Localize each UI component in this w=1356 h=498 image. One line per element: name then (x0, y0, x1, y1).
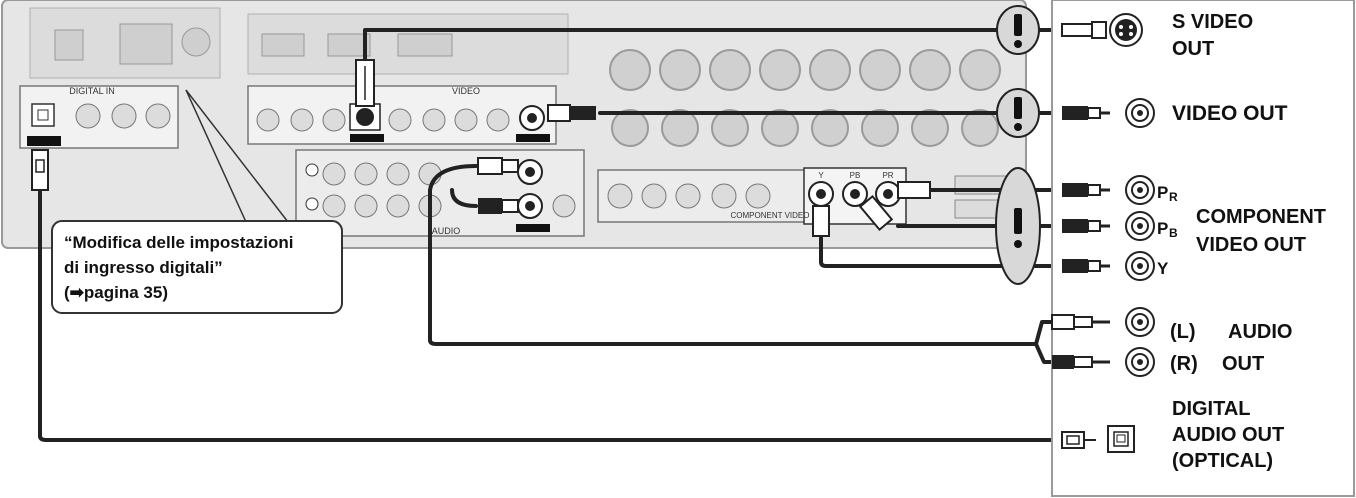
component-plugs-receiver (812, 181, 931, 237)
audio-plugs-receiver (477, 157, 519, 214)
svideo-jack-icon (1109, 13, 1143, 47)
digital-in-label: DIGITAL IN (69, 86, 115, 96)
optical-jack-icon (1107, 425, 1135, 453)
pr-prefix: P (1157, 183, 1168, 202)
pr-sub: R (1169, 190, 1178, 204)
pb-sub: B (1169, 226, 1178, 240)
component-pr-label: PR (882, 171, 893, 180)
video-inputs-block: VIDEO (247, 85, 557, 145)
audio-block-label: AUDIO (432, 226, 461, 236)
audio-out-rows: (L) (R) AUDIO OUT (1051, 307, 1292, 377)
audio-r-cable-out (1034, 342, 1054, 364)
digital-in-block: DIGITAL IN (19, 85, 179, 149)
callout-line-1: “Modifica delle impostazioni (64, 233, 294, 252)
warning-svideo (996, 5, 1040, 55)
audio-out-label-1: AUDIO (1228, 321, 1292, 343)
warning-video (996, 88, 1040, 138)
audio-inputs-block: AUDIO (295, 149, 585, 237)
exclamation-warning-icon (1014, 97, 1022, 119)
audio-out-label-2: OUT (1222, 353, 1264, 375)
video-plug-receiver (547, 104, 596, 122)
svideo-out-label-2: OUT (1172, 38, 1214, 60)
svideo-out-row: S VIDEO OUT (1061, 11, 1253, 60)
component-out-label-1: COMPONENT (1196, 206, 1326, 228)
video-block-label: VIDEO (452, 86, 480, 96)
rca-jack-icon (1125, 98, 1155, 128)
pb-prefix: P (1157, 219, 1168, 238)
optical-plug-receiver (31, 149, 49, 191)
audio-r-label: (R) (1170, 353, 1198, 375)
component-y-cable (819, 236, 1064, 268)
y-label: Y (1157, 259, 1169, 278)
tv-output-panel: S VIDEO OUT VIDEO OUT P R (1051, 0, 1355, 497)
svideo-plug-receiver (355, 59, 375, 107)
digital-out-label-3: (OPTICAL) (1172, 450, 1273, 472)
callout-line-3: (➡pagina 35) (64, 283, 168, 302)
component-out-label-2: VIDEO OUT (1196, 234, 1306, 256)
optical-cable (38, 190, 1062, 442)
exclamation-warning-icon (1014, 208, 1022, 234)
exclamation-warning-icon (1014, 14, 1022, 36)
digital-input-callout: “Modifica delle impostazioni di ingresso… (51, 89, 343, 314)
digital-out-label-2: AUDIO OUT (1172, 424, 1284, 446)
speaker-terminals (609, 49, 1001, 147)
digital-audio-out-row: DIGITAL AUDIO OUT (OPTICAL) (1061, 398, 1284, 472)
component-out-rows: P R P B Y COMPONENT VIDEO OUT (1062, 175, 1326, 281)
component-video-label: COMPONENT VIDEO (731, 211, 810, 220)
audio-r-cable (450, 188, 478, 208)
video-out-label: VIDEO OUT (1172, 102, 1288, 125)
video-out-row: VIDEO OUT (1062, 98, 1288, 128)
receiver-rear-panel: DIGITAL IN VIDEO (1, 0, 1027, 249)
audio-l-cable (428, 164, 1054, 346)
component-y-label: Y (818, 171, 824, 180)
digital-out-label-1: DIGITAL (1172, 398, 1251, 420)
warning-component (995, 167, 1041, 285)
svideo-out-label-1: S VIDEO (1172, 11, 1253, 33)
component-pb-label: PB (850, 171, 861, 180)
audio-l-label: (L) (1170, 321, 1196, 343)
component-video-block: Y PB PR COMPONENT VIDEO (597, 167, 907, 225)
callout-line-2: di ingresso digitali” (64, 258, 223, 277)
